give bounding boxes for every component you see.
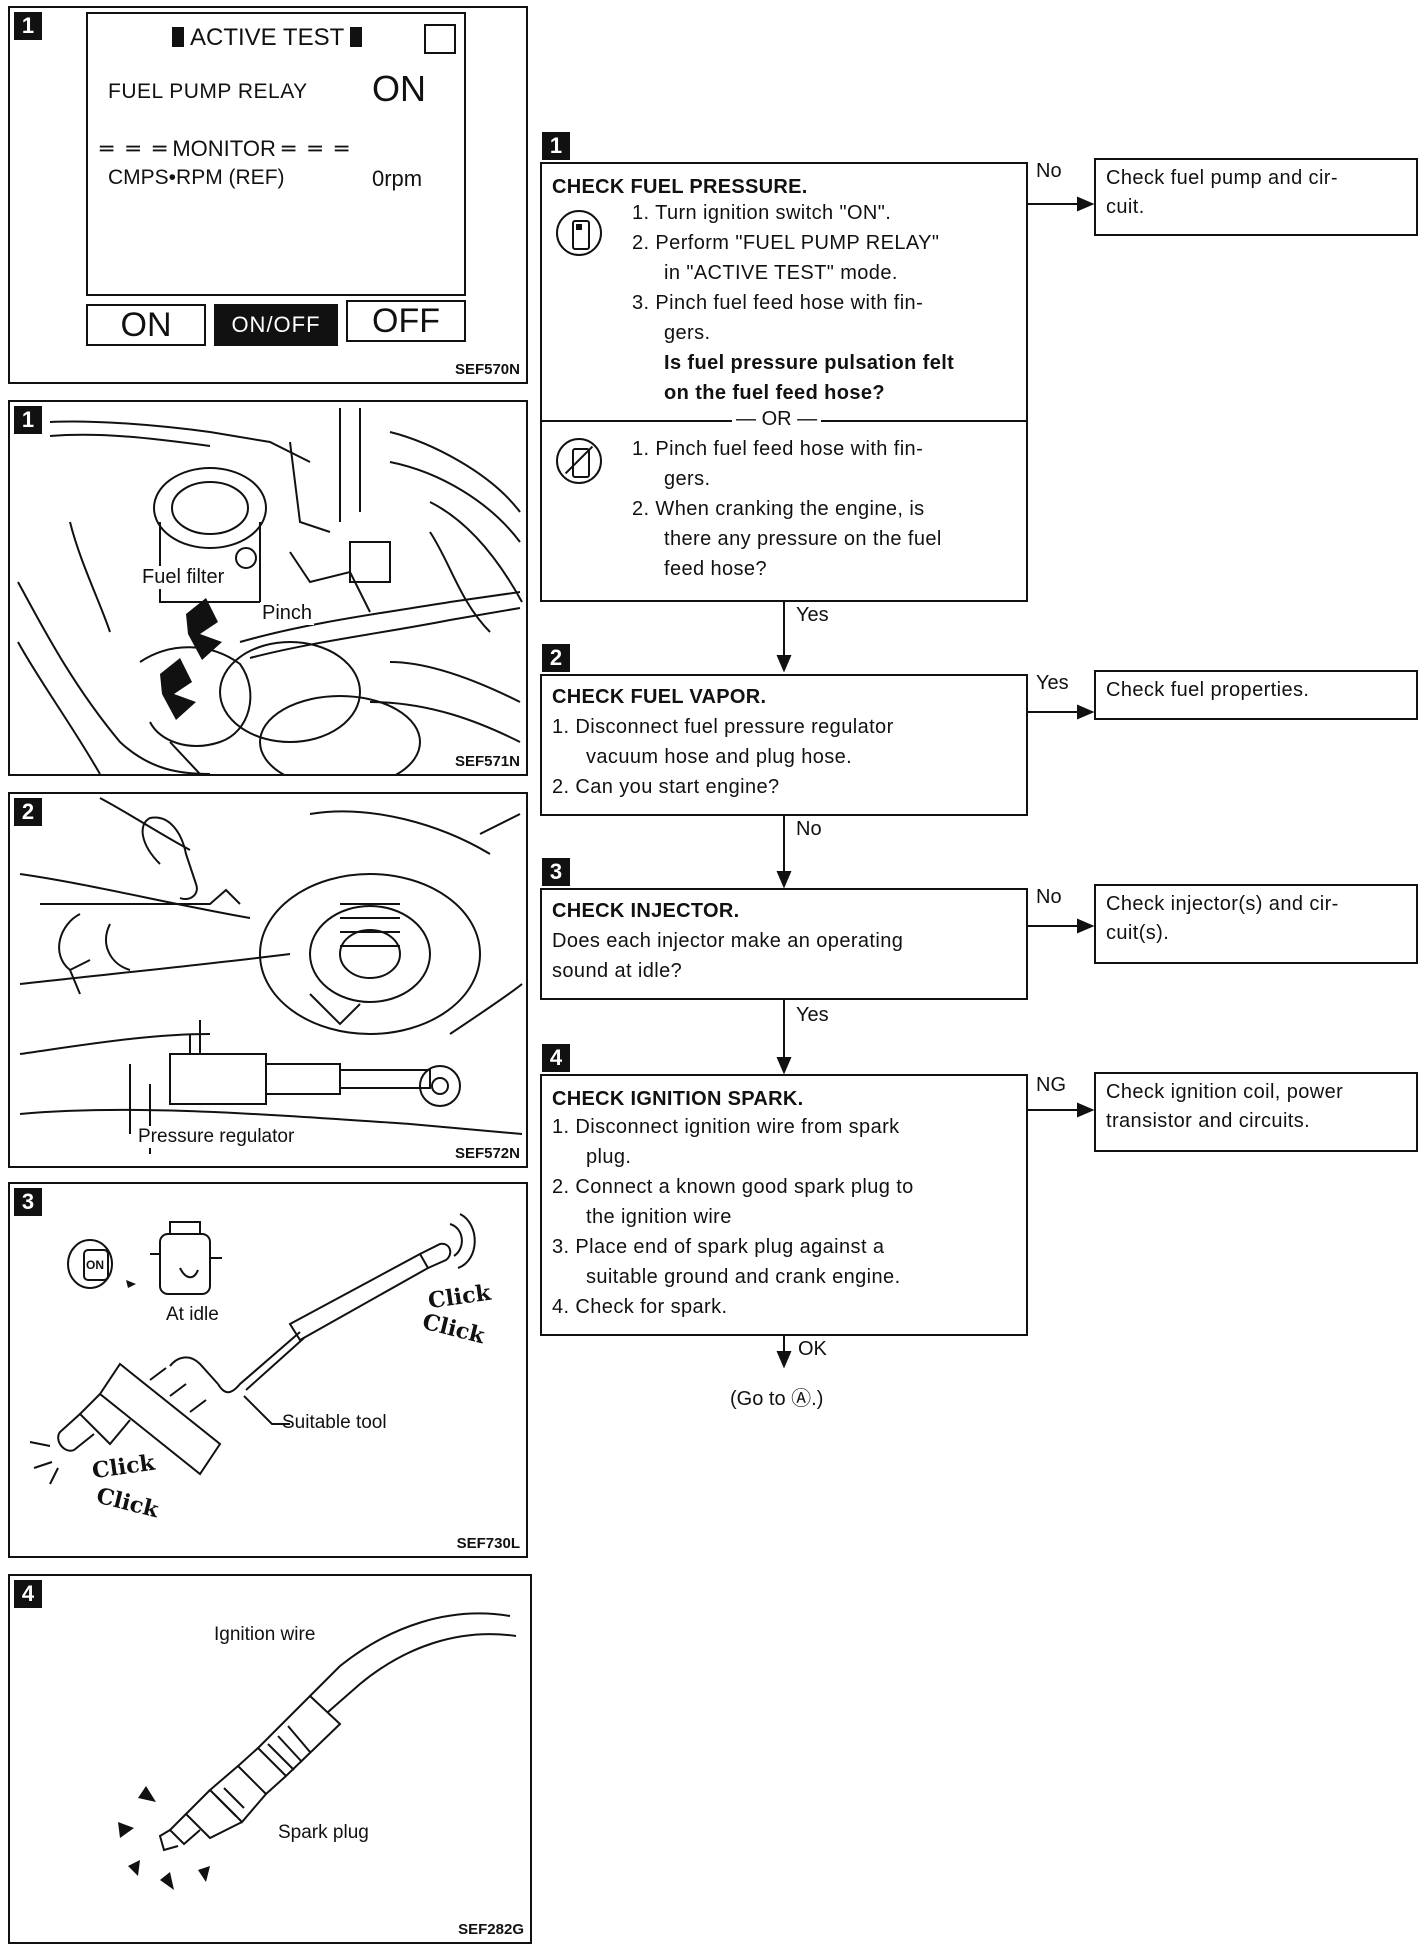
step-item: 1. Turn ignition switch "ON". — [632, 202, 892, 224]
step-item: 3. Place end of spark plug against a — [552, 1236, 885, 1258]
ignition-key-label: ON — [86, 1258, 104, 1272]
panel-badge: 4 — [14, 1580, 42, 1608]
step-text: sound at idle? — [552, 960, 683, 982]
panel-badge: 3 — [14, 1188, 42, 1216]
step-item: there any pressure on the fuel — [664, 528, 942, 550]
step-item: 2. Perform "FUEL PUMP RELAY" — [632, 232, 940, 254]
result-fuel-pump: Check fuel pump and cir- cuit. — [1094, 158, 1418, 236]
result-text: cuit. — [1106, 196, 1145, 218]
figure-code: SEF730L — [456, 1535, 520, 1552]
result-text: Check fuel pump and cir- — [1106, 167, 1338, 189]
result-text: Check ignition coil, power — [1106, 1081, 1344, 1103]
figure-code: SEF571N — [454, 753, 520, 770]
panel-badge: 1 — [14, 12, 42, 40]
step-item: gers. — [664, 322, 711, 344]
check-fuel-pressure-box: CHECK FUEL PRESSURE. 1. Turn ignition sw… — [540, 162, 1028, 602]
result-injector: Check injector(s) and cir- cuit(s). — [1094, 884, 1418, 964]
step-item: gers. — [664, 468, 711, 490]
pressure-regulator-panel: 2 Pressure regulator SEF572N — [8, 792, 528, 1168]
step-item: 3. Pinch fuel feed hose with fin- — [632, 292, 924, 314]
step-badge: 1 — [542, 132, 570, 160]
injector-panel: 3 ON At idle Click Click Suitable tool C… — [8, 1182, 528, 1558]
step-title: CHECK IGNITION SPARK. — [552, 1088, 804, 1110]
step-item: 1. Disconnect ignition wire from spark — [552, 1116, 900, 1138]
step-item: 1. Disconnect fuel pressure regulator — [552, 716, 894, 738]
step-title: CHECK FUEL VAPOR. — [552, 686, 767, 708]
step-item: 2. When cranking the engine, is — [632, 498, 925, 520]
step-item: plug. — [586, 1146, 632, 1168]
goto-a-link[interactable]: (Go to Ⓐ.) — [730, 1388, 824, 1410]
step-item: 2. Connect a known good spark plug to — [552, 1176, 914, 1198]
injector-drawing — [29, 1213, 476, 1485]
result-fuel-properties: Check fuel properties. — [1094, 670, 1418, 720]
result-text: transistor and circuits. — [1106, 1110, 1311, 1132]
pressure-regulator-label: Pressure regulator — [136, 1126, 297, 1148]
spark-plug-panel: 4 Ignition wire Spark plug SEF282G — [8, 1574, 532, 1944]
rpm-label: CMPS•RPM (REF) — [108, 166, 285, 189]
step-title: CHECK FUEL PRESSURE. — [552, 176, 808, 198]
result-text: Check fuel properties. — [1106, 679, 1310, 701]
consult-screen: ACTIVE TEST FUEL PUMP RELAY ON ═ ═ ═ MON… — [86, 12, 466, 296]
branch-yes-label: Yes — [796, 604, 829, 626]
figure-code: SEF282G — [458, 1921, 524, 1938]
spark-plug-drawing — [118, 1612, 517, 1890]
check-injector-box: CHECK INJECTOR. Does each injector make … — [540, 888, 1028, 1000]
check-ignition-spark-box: CHECK IGNITION SPARK. 1. Disconnect igni… — [540, 1074, 1028, 1336]
fuel-filter-label: Fuel filter — [140, 566, 227, 589]
step-text: Does each injector make an operating — [552, 930, 904, 952]
suitable-tool-label: Suitable tool — [282, 1412, 387, 1433]
branch-ok-label: OK — [798, 1338, 827, 1360]
pinch-label: Pinch — [260, 602, 315, 625]
at-idle-label: At idle — [166, 1304, 219, 1325]
figure-code: SEF572N — [454, 1145, 520, 1162]
monitor-divider: ═ ═ ═ MONITOR ═ ═ ═ — [100, 136, 349, 162]
relay-label: FUEL PUMP RELAY — [108, 80, 308, 103]
step-item: feed hose? — [664, 558, 767, 580]
screen-checkbox[interactable] — [424, 24, 456, 54]
step-badge: 4 — [542, 1044, 570, 1072]
result-text: cuit(s). — [1106, 922, 1170, 944]
relay-value: ON — [372, 68, 426, 109]
step-question: Is fuel pressure pulsation felt — [664, 352, 955, 374]
no-tool-icon — [556, 438, 602, 484]
rpm-value: 0rpm — [372, 166, 423, 191]
branch-yes-label: Yes — [796, 1004, 829, 1026]
panel-badge: 2 — [14, 798, 42, 826]
fuel-filter-panel: 1 Fuel filter Pinch SEF571N — [8, 400, 528, 776]
step-title: CHECK INJECTOR. — [552, 900, 740, 922]
step-item: 1. Pinch fuel feed hose with fin- — [632, 438, 924, 460]
step-item: 4. Check for spark. — [552, 1296, 728, 1318]
active-test-panel: 1 ACTIVE TEST FUEL PUMP RELAY ON ═ ═ ═ M… — [8, 6, 528, 384]
regulator-drawing — [19, 797, 523, 1154]
branch-yes-label: Yes — [1036, 672, 1069, 694]
branch-no-label: No — [1036, 160, 1062, 182]
off-button[interactable]: OFF — [346, 300, 466, 342]
step-item: 2. Can you start engine? — [552, 776, 780, 798]
result-ignition-coil: Check ignition coil, power transistor an… — [1094, 1072, 1418, 1152]
branch-no-label: No — [796, 818, 822, 840]
step-item: in "ACTIVE TEST" mode. — [664, 262, 898, 284]
spark-plug-label: Spark plug — [278, 1822, 369, 1843]
step-item: suitable ground and crank engine. — [586, 1266, 901, 1288]
or-label: — OR — — [732, 408, 822, 431]
figure-code: SEF570N — [454, 361, 520, 378]
on-button[interactable]: ON — [86, 304, 206, 346]
branch-no-label: No — [1036, 886, 1062, 908]
check-fuel-vapor-box: CHECK FUEL VAPOR. 1. Disconnect fuel pre… — [540, 674, 1028, 816]
screen-title: ACTIVE TEST — [172, 24, 363, 52]
step-badge: 3 — [542, 858, 570, 886]
branch-ng-label: NG — [1036, 1074, 1066, 1096]
step-item: vacuum hose and plug hose. — [586, 746, 853, 768]
result-text: Check injector(s) and cir- — [1106, 893, 1339, 915]
step-item: the ignition wire — [586, 1206, 732, 1228]
ignition-wire-label: Ignition wire — [214, 1624, 316, 1645]
on-off-button[interactable]: ON/OFF — [214, 304, 338, 346]
engine-bay-drawing — [17, 408, 523, 774]
step-badge: 2 — [542, 644, 570, 672]
step-question: on the fuel feed hose? — [664, 382, 886, 404]
consult-tool-icon — [556, 210, 602, 256]
panel-badge: 1 — [14, 406, 42, 434]
